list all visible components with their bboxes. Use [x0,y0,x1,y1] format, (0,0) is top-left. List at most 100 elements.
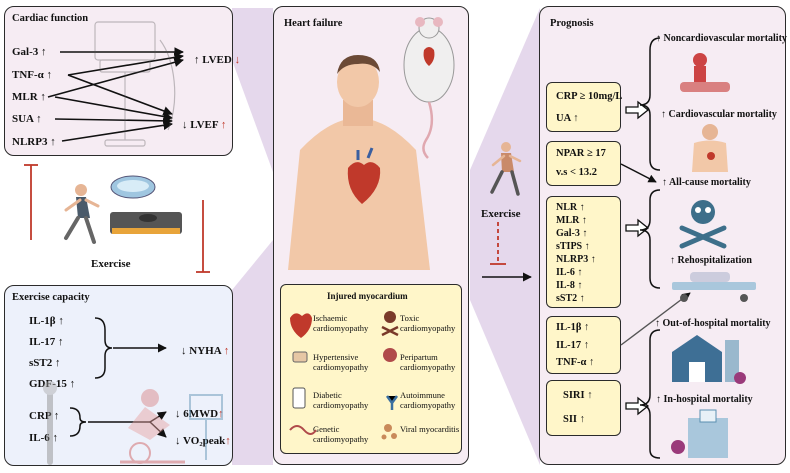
diabetic-meter-icon [292,387,306,409]
type-viral: Viral myocarditis [400,424,460,434]
marker-sua: SUA ↑ [12,113,42,125]
prog-mlr: MLR ↑ [556,215,587,226]
prog-sii: SII ↑ [563,414,585,425]
capacity-connectors [69,317,167,438]
marker-gal3: Gal-3 ↑ [12,46,47,58]
marker-il17: IL-17 ↑ [29,336,64,348]
outcome-illustrations [671,53,756,458]
nyha-label: ↓ NYHA ↑ [181,345,230,357]
outcome-in-hospital: ↑ In-hospital mortality [656,394,753,405]
marker-nlrp3: NLRP3 ↑ [12,136,56,148]
outcome-cardiovascular: ↑ Cardiovascular mortality [661,109,777,120]
lved-change-arrow: ↓ [234,54,241,66]
prognosis-box-siri-sii: SIRI ↑ SII ↑ [546,380,621,436]
marker-il6: IL-6 ↑ [29,432,59,444]
6mwd-change-arrow: ↑ [218,408,224,420]
inhibition-lines [24,164,210,273]
prog-tnf: TNF-α ↑ [556,357,595,368]
prog-nlrp3: NLRP3 ↑ [556,254,596,265]
barn-house-icon [672,335,746,384]
injured-myocardium-icons [289,311,399,440]
outcome-rehospitalization: ↑ Rehospitalization [670,255,752,266]
cardiac-arrows [47,47,184,142]
exercise-capacity-panel: Exercise capacity IL-1β ↑ IL-17 ↑ sST2 ↑… [4,285,233,466]
toxic-skull-icon [381,311,399,337]
cpr-figure-icon [680,53,730,92]
injured-myocardium-box: Injured myocardium [280,284,462,454]
prog-gal3: Gal-3 ↑ [556,228,588,239]
prognosis-box-inflammatory: NLR ↑ MLR ↑ Gal-3 ↑ sTIPS ↑ NLRP3 ↑ IL-6… [546,196,621,308]
chest-pain-figure-icon [692,124,728,172]
lved-label: ↑ LVED ↓ [194,54,241,66]
exercise-capacity-title: Exercise capacity [12,292,90,303]
prog-ua: UA ↑ [556,113,579,124]
peripartum-figure-icon [383,348,397,362]
cyclist-illustration [43,381,223,465]
prog-siri: SIRI ↑ [563,390,593,401]
type-ischaemic: Ischaemic cardiomyopathy [313,313,369,333]
ultrasound-machine-icon [94,21,176,147]
type-hypertensive: Hypertensive cardiomyopathy [313,352,369,372]
runner-treadmill-illustration [64,175,182,244]
runner-middle-illustration [490,142,522,196]
prognosis-title: Prognosis [550,18,594,29]
connector-trapezoid-right [470,8,540,465]
injured-myocardium-title: Injured myocardium [327,291,408,301]
lvef-change-arrow: ↑ [220,119,227,131]
viral-particle-icon [381,424,397,440]
prog-sst2: sST2 ↑ [556,293,585,304]
prognosis-box-npar: NPAR ≥ 17 v.s < 13.2 [546,141,621,186]
type-autoimmune: Autoimmune cardiomyopathy [400,390,456,410]
prog-il1b: IL-1β ↑ [556,322,590,333]
prog-vs: v.s < 13.2 [556,167,597,178]
cardiac-function-title: Cardiac function [12,13,89,24]
marker-sst2: sST2 ↑ [29,357,61,369]
arrow-npar-to-allcause [620,163,657,183]
prog-il8: IL-8 ↑ [556,280,583,291]
prog-npar: NPAR ≥ 17 [556,148,606,159]
marker-il1b: IL-1β ↑ [29,315,64,327]
outcome-noncardiovascular: ↑ Noncardiovascular mortality [656,33,787,44]
type-diabetic: Diabetic cardiomyopathy [313,390,369,410]
marker-mlr: MLR ↑ [12,91,46,103]
autoimmune-antibody-icon [385,395,399,410]
prognosis-brackets [639,37,661,459]
exercise-left-label: Exercise [91,258,131,270]
genetic-dna-icon [289,425,317,435]
skull-crossbones-icon [679,200,727,249]
prog-crp: CRP ≥ 10mg/L [556,91,623,102]
human-figure-illustration [288,55,430,270]
outcome-allcause: ↑ All-cause mortality [662,177,751,188]
hospital-bed-icon [672,272,756,302]
hospital-building-icon [671,409,728,458]
arrow-cytokines-to-rehosp [620,292,691,346]
type-peripartum: Peripartum cardiomyopathy [400,352,456,372]
exercise-mid-label: Exercise [481,208,521,220]
prognosis-hollow-arrows [625,100,650,416]
hypertensive-cuff-icon [292,351,308,363]
vo2peak-change-arrow: ↑ [225,435,231,447]
prognosis-box-cytokines: IL-1β ↑ IL-17 ↑ TNF-α ↑ [546,316,621,374]
nyha-change-arrow: ↑ [223,345,230,357]
marker-gdf15: GDF-15 ↑ [29,378,76,390]
prognosis-box-crp-ua: CRP ≥ 10mg/L UA ↑ [546,82,623,132]
marker-tnf: TNF-α ↑ [12,69,53,81]
cardiac-function-panel: Cardiac function Gal-3 ↑ TNF-α ↑ MLR ↑ S… [4,6,240,156]
type-genetic: Genetic cardiomyopathy [313,424,369,444]
connector-trapezoid-left-bottom [232,240,273,465]
exercise-mid-inhibition [490,222,506,265]
type-toxic: Toxic cardiomyopathy [400,313,456,333]
vo2peak-label: ↓ VO₂peak↑ [175,435,231,447]
prog-stips: sTIPS ↑ [556,241,590,252]
prog-nlr: NLR ↑ [556,202,585,213]
outcome-out-of-hospital: ↑ Out-of-hospital mortality [655,318,771,329]
ischaemic-heart-icon [290,313,312,338]
heart-failure-title: Heart failure [284,18,343,29]
6mwd-label: ↓ 6MWD↑ [175,408,224,420]
mouse-illustration [403,17,455,159]
prog-il6: IL-6 ↑ [556,267,583,278]
prog-il17: IL-17 ↑ [556,340,589,351]
connector-trapezoid-left-top [232,8,273,172]
